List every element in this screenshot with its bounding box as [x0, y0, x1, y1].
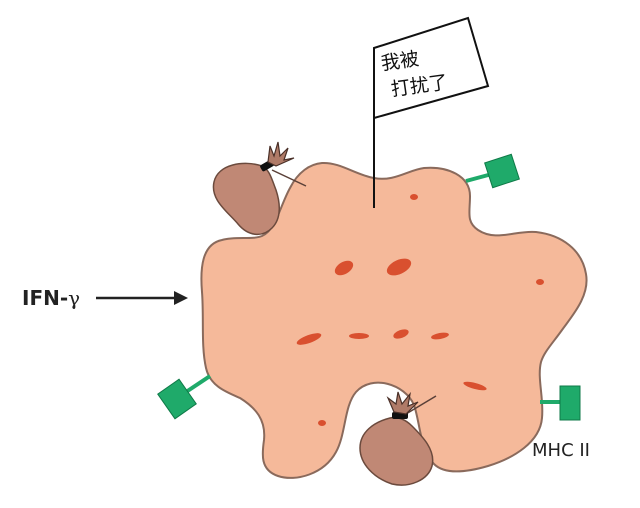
flag-text-line1: 我被	[380, 48, 421, 75]
bag-body	[359, 416, 434, 486]
cell-spots	[296, 194, 544, 426]
bag-tuft	[386, 391, 419, 415]
bag-icon	[212, 141, 307, 236]
cell-spot	[296, 333, 322, 345]
arrowhead-icon	[174, 291, 188, 305]
cell-spot	[334, 260, 354, 276]
cell-spot	[349, 333, 369, 339]
receptor-label: MHC II	[532, 440, 590, 461]
cell-spot	[431, 332, 449, 340]
signal-arrow	[96, 291, 188, 305]
bag-body	[212, 162, 280, 236]
signal-label-greek: γ	[68, 286, 80, 310]
cell-spot	[386, 258, 412, 276]
bag-tether	[405, 395, 437, 415]
signal-label-bold: IFN-	[22, 286, 68, 310]
mhc-receptor-icon	[465, 153, 520, 189]
cell-spot	[536, 279, 544, 285]
cell-spot	[318, 420, 326, 426]
bag-icon	[359, 391, 437, 486]
mhc-receptor-icon	[157, 374, 212, 420]
activated-cell-body	[200, 161, 588, 479]
flag-banner	[373, 16, 490, 120]
bag-tuft	[267, 141, 295, 167]
cell-spot	[393, 329, 409, 339]
cell-spot	[463, 381, 487, 391]
mhc-receptor-icon	[540, 385, 581, 421]
flag-icon: 我被 打扰了	[373, 16, 490, 208]
signal-label: IFN-γ	[22, 286, 80, 310]
cell-spot	[410, 194, 418, 200]
bag-tether	[271, 169, 307, 187]
